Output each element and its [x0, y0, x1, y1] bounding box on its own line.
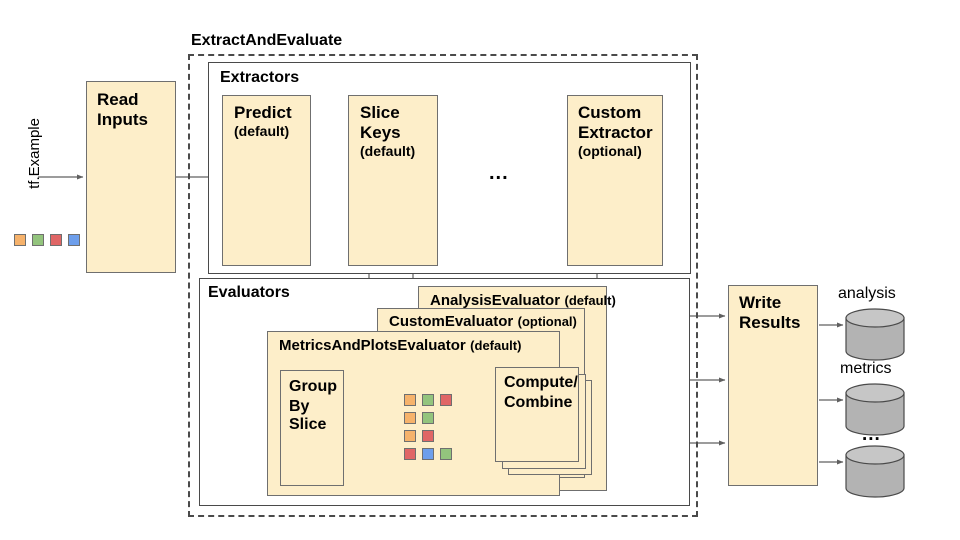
slice-square — [440, 448, 452, 460]
slice-square — [404, 394, 416, 406]
output-label-analysis: analysis — [838, 285, 896, 302]
output-label-metrics: metrics — [840, 360, 892, 377]
legend-square-blue — [68, 234, 80, 246]
slice-square — [440, 394, 452, 406]
node-predict[interactable]: Predict (default) — [222, 95, 311, 266]
group-title-extractors: Extractors — [220, 69, 300, 86]
node-write-results[interactable]: Write Results — [728, 285, 818, 486]
custom-evaluator-title: CustomEvaluator — [389, 313, 514, 330]
predict-subtitle: (default) — [234, 123, 290, 139]
group-title-evaluators: Evaluators — [208, 284, 290, 301]
custom-extractor-title-line2: Extractor — [578, 123, 653, 142]
group-by-slice-line1: Group — [289, 378, 337, 395]
slice-square — [404, 412, 416, 424]
group-by-slice-line2: By Slice — [289, 398, 327, 434]
node-read-inputs[interactable]: Read Inputs — [86, 81, 176, 273]
metrics-plots-evaluator-subtitle: (default) — [470, 338, 522, 353]
metrics-plots-evaluator-title: MetricsAndPlotsEvaluator — [279, 337, 466, 354]
analysis-evaluator-title: AnalysisEvaluator — [430, 292, 561, 309]
extractors-ellipsis: ... — [489, 162, 509, 184]
legend-square-red — [50, 234, 62, 246]
read-inputs-label-line1: Read — [97, 90, 139, 109]
slice-square — [404, 430, 416, 442]
slice-keys-title-line2: Keys — [360, 123, 401, 142]
predict-title: Predict — [234, 103, 292, 122]
slice-square — [422, 448, 434, 460]
slice-square — [404, 448, 416, 460]
write-results-line1: Write — [739, 293, 782, 312]
input-label: tf.Example — [26, 118, 43, 189]
slice-square — [422, 394, 434, 406]
node-compute-combine[interactable]: Compute/ Combine — [495, 367, 579, 462]
slice-square — [422, 430, 434, 442]
node-slice-keys[interactable]: Slice Keys (default) — [348, 95, 438, 266]
compute-combine-line1: Compute/ — [504, 374, 578, 391]
group-title-extract-and-evaluate: ExtractAndEvaluate — [191, 32, 343, 49]
output-label-ellipsis: ... — [862, 424, 881, 445]
slice-keys-subtitle: (default) — [360, 143, 416, 159]
group-extract-and-evaluate — [188, 54, 698, 517]
cylinder-metrics — [845, 383, 905, 436]
slice-keys-title-line1: Slice — [360, 103, 400, 122]
node-group-by-slice[interactable]: Group By Slice — [280, 370, 344, 486]
legend-square-orange — [14, 234, 26, 246]
custom-extractor-subtitle: (optional) — [578, 143, 642, 159]
compute-combine-line2: Combine — [504, 394, 573, 411]
write-results-line2: Results — [739, 313, 801, 332]
legend-square-green — [32, 234, 44, 246]
custom-evaluator-subtitle: (optional) — [517, 314, 577, 329]
node-custom-extractor[interactable]: Custom Extractor (optional) — [567, 95, 663, 266]
analysis-evaluator-subtitle: (default) — [564, 293, 616, 308]
cylinder-analysis — [845, 308, 905, 361]
read-inputs-label-line2: Inputs — [97, 110, 148, 129]
custom-extractor-title-line1: Custom — [578, 103, 642, 122]
cylinder-other — [845, 445, 905, 498]
slice-square — [422, 412, 434, 424]
